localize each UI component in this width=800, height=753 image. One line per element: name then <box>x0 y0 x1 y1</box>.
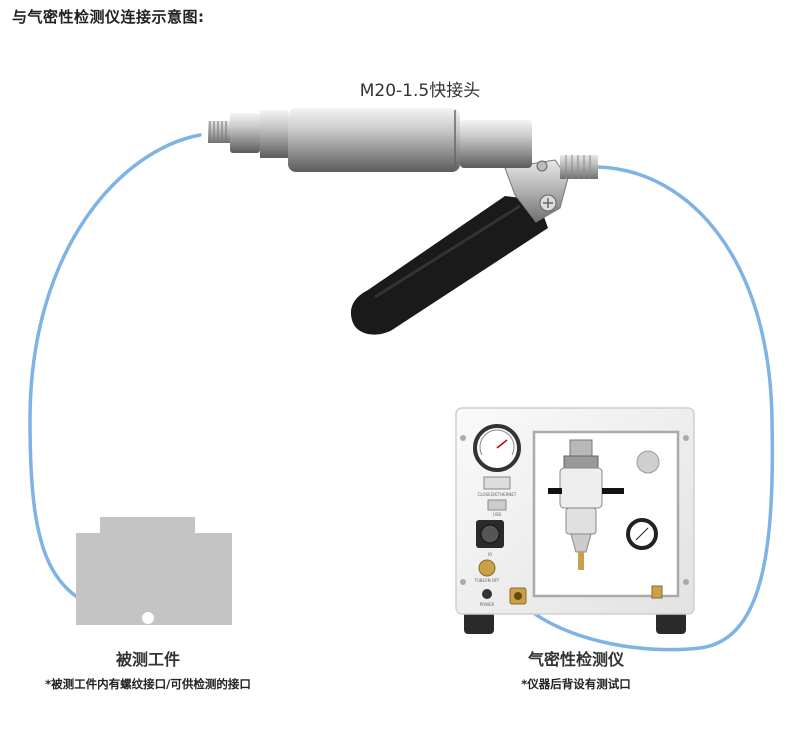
quick-connector-icon <box>208 108 598 335</box>
workpiece-label: 被测工件 <box>115 650 180 669</box>
tester-label: 气密性检测仪 <box>527 650 624 669</box>
svg-text:TUBE/IN OFF: TUBE/IN OFF <box>473 578 500 583</box>
svg-text:USB: USB <box>493 512 501 517</box>
svg-text:IO: IO <box>488 552 492 557</box>
tester-note: *仪器后背设有测试口 <box>521 677 631 691</box>
workpiece-note: *被测工件内有螺纹接口/可供检测的接口 <box>45 677 251 691</box>
airtightness-tester-icon: CLOSED/ETHERNET USB IO TUBE/IN OFF POWER <box>455 407 695 634</box>
svg-text:POWER: POWER <box>480 602 495 607</box>
page-title: 与气密性检测仪连接示意图: <box>12 8 205 26</box>
workpiece-block-icon <box>76 517 232 625</box>
svg-text:CLOSED/ETHERNET: CLOSED/ETHERNET <box>478 492 517 497</box>
pressure-gauge-icon <box>473 424 521 472</box>
connector-label: M20-1.5快接头 <box>359 81 481 101</box>
hose-left <box>28 133 202 619</box>
hose-right <box>518 165 775 652</box>
